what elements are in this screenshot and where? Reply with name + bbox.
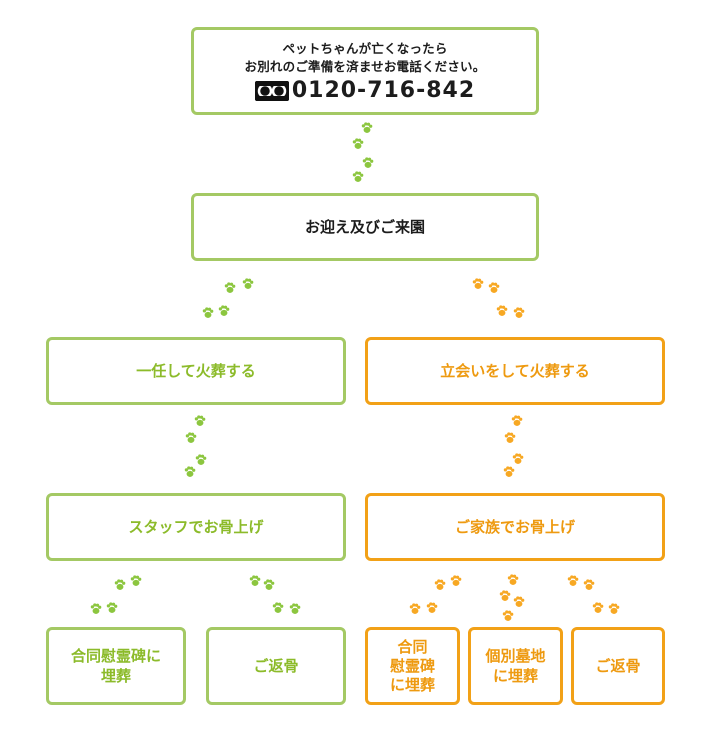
paw-print-icon: [488, 282, 500, 293]
cremation-attend-box: 立会いをして火葬する: [365, 337, 665, 405]
paw-print-icon: [90, 603, 102, 614]
paw-print-icon: [583, 579, 595, 590]
cremation-attend-label: 立会いをして火葬する: [440, 362, 590, 380]
free-dial-icon: [254, 80, 289, 101]
outcome-individual-grave-box: 個別墓地 に埋葬: [468, 627, 563, 705]
family-bone-collection-box: ご家族でお骨上げ: [365, 493, 665, 561]
paw-print-icon: [504, 432, 516, 443]
paw-print-icon: [194, 415, 206, 426]
paw-print-icon: [272, 602, 284, 613]
intro-line-2: お別れのご準備を済ませお電話ください。: [244, 58, 486, 74]
paw-print-icon: [263, 579, 275, 590]
paw-print-icon: [289, 603, 301, 614]
outcome-joint-memorial-label-right: 合同 慰霊碑 に埋葬: [389, 637, 435, 694]
paw-print-icon: [242, 278, 254, 289]
paw-print-icon: [249, 575, 261, 586]
paw-print-icon: [472, 278, 484, 289]
paw-print-icon: [106, 602, 118, 613]
outcome-return-ashes-box-left: ご返骨: [206, 627, 346, 705]
outcome-return-ashes-label-left: ご返骨: [253, 657, 299, 675]
paw-print-icon: [409, 603, 421, 614]
cremation-entrust-box: 一任して火葬する: [46, 337, 346, 405]
outcome-joint-memorial-label: 合同慰霊碑に 埋葬: [70, 647, 161, 685]
outcome-joint-memorial-box: 合同慰霊碑に 埋葬: [46, 627, 186, 705]
staff-bone-collection-label: スタッフでお骨上げ: [128, 518, 264, 536]
paw-print-icon: [185, 432, 197, 443]
paw-print-icon: [511, 415, 523, 426]
intro-line-1: ペットちゃんが亡くなったら: [282, 40, 448, 56]
paw-print-icon: [352, 138, 364, 149]
phone-number[interactable]: 0120-716-842: [291, 77, 476, 103]
family-bone-collection-label: ご家族でお骨上げ: [454, 518, 575, 536]
phone-row[interactable]: 0120-716-842: [254, 77, 476, 103]
reception-label: お迎え及びご来園: [304, 218, 425, 236]
paw-print-icon: [434, 579, 446, 590]
paw-print-icon: [513, 596, 525, 607]
outcome-individual-grave-label: 個別墓地 に埋葬: [485, 647, 546, 685]
paw-print-icon: [450, 575, 462, 586]
paw-print-icon: [499, 590, 511, 601]
paw-print-icon: [114, 579, 126, 590]
paw-print-icon: [426, 602, 438, 613]
staff-bone-collection-box: スタッフでお骨上げ: [46, 493, 346, 561]
paw-print-icon: [507, 574, 519, 585]
outcome-joint-memorial-box-right: 合同 慰霊碑 に埋葬: [365, 627, 460, 705]
paw-print-icon: [130, 575, 142, 586]
outcome-return-ashes-box-right: ご返骨: [571, 627, 665, 705]
paw-print-icon: [361, 122, 373, 133]
paw-print-icon: [592, 602, 604, 613]
paw-print-icon: [195, 454, 207, 465]
paw-print-icon: [496, 305, 508, 316]
cremation-entrust-label: 一任して火葬する: [136, 362, 256, 380]
paw-print-icon: [184, 466, 196, 477]
paw-print-icon: [202, 307, 214, 318]
paw-print-icon: [512, 453, 524, 464]
paw-print-icon: [513, 307, 525, 318]
paw-print-icon: [352, 171, 364, 182]
paw-print-icon: [608, 603, 620, 614]
contact-box: ペットちゃんが亡くなったら お別れのご準備を済ませお電話ください。 0120-7…: [191, 27, 539, 115]
outcome-return-ashes-label-right: ご返骨: [595, 657, 641, 675]
paw-print-icon: [503, 466, 515, 477]
reception-box: お迎え及びご来園: [191, 193, 539, 261]
paw-print-icon: [502, 610, 514, 621]
paw-print-icon: [218, 305, 230, 316]
paw-print-icon: [362, 157, 374, 168]
paw-print-icon: [567, 575, 579, 586]
paw-print-icon: [224, 282, 236, 293]
